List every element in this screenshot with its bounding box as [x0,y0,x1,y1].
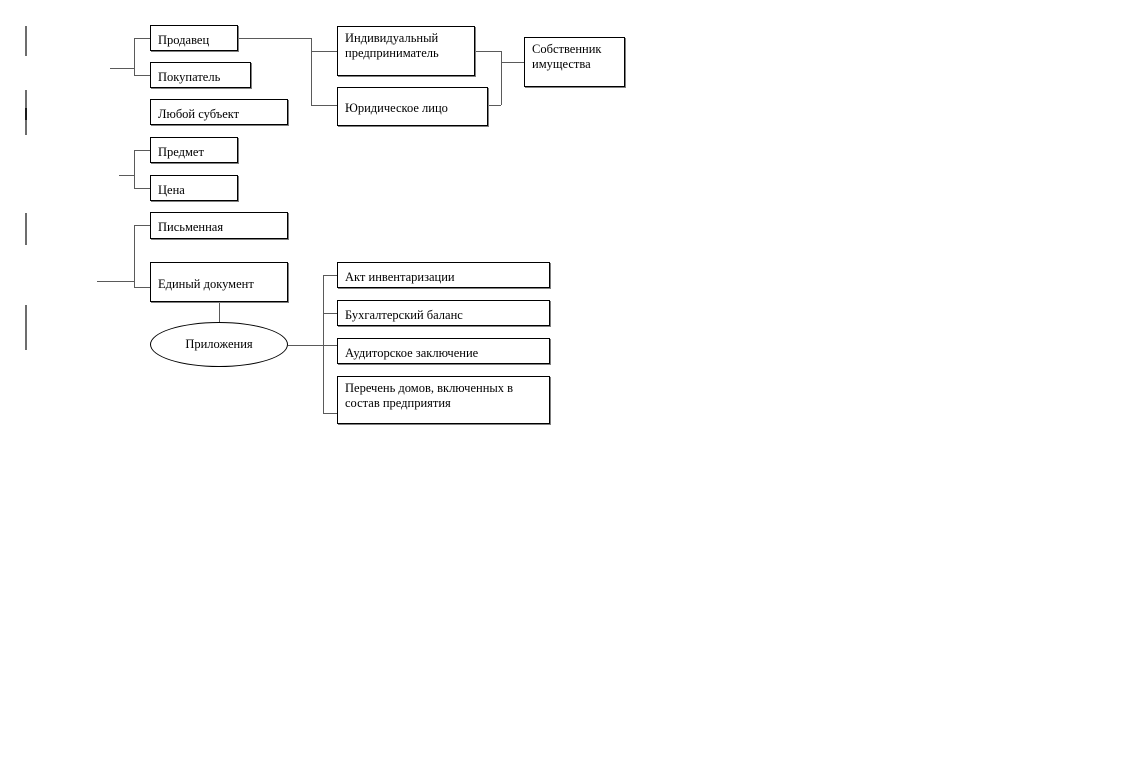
node-attachments[interactable]: Приложения [150,322,288,367]
terms-branch-subject [134,150,151,151]
ie-to-owner-link [475,51,501,52]
attachments-branch-houses [323,413,338,414]
node-any-subject[interactable]: Любой субъект [150,99,288,125]
attachments-branch-inventory [323,275,338,276]
margin-bar-2c [25,120,27,135]
node-subject-matter[interactable]: Предмет [150,137,238,163]
node-buyer[interactable]: Покупатель [150,62,251,88]
node-inventory-act[interactable]: Акт инвентаризации [337,262,550,288]
node-auditor-report[interactable]: Аудиторское заключение [337,338,550,364]
attachments-bracket-spine [323,275,324,413]
parties-stem [110,68,134,69]
node-property-owner[interactable]: Собственник имущества [524,37,625,87]
attachments-stem [288,345,323,346]
margin-bar-2 [25,90,27,108]
entity-bracket-spine [311,38,312,105]
form-branch-written [134,225,151,226]
terms-bracket-spine [134,150,135,188]
node-seller[interactable]: Продавец [150,25,238,51]
form-stem [97,281,135,282]
entity-branch-le [311,105,338,106]
node-legal-entity[interactable]: Юридическое лицо [337,87,488,126]
single-doc-to-attachments-link [219,302,220,324]
owner-stem [501,62,525,63]
attachments-branch-auditor [323,345,338,346]
form-branch-single-doc [134,287,151,288]
le-to-owner-link [488,105,501,106]
parties-bracket-spine [134,38,135,75]
node-houses-list[interactable]: Перечень домов, включенных в состав пред… [337,376,550,424]
node-written-form[interactable]: Письменная [150,212,288,239]
margin-bar-1 [25,26,27,56]
margin-bar-2b [25,108,27,120]
terms-stem [119,175,134,176]
node-balance-sheet[interactable]: Бухгалтерский баланс [337,300,550,326]
margin-bar-4 [25,305,27,350]
entity-branch-ie [311,51,338,52]
owner-bracket-spine [501,51,502,105]
node-single-document[interactable]: Единый документ [150,262,288,302]
form-bracket-spine [134,225,135,287]
attachments-branch-balance [323,313,338,314]
node-individual-entrepreneur[interactable]: Индивидуальный предприниматель [337,26,475,76]
seller-to-entity-link [238,38,311,39]
margin-bar-3 [25,213,27,245]
parties-branch-buyer [134,75,151,76]
parties-branch-seller [134,38,151,39]
node-price[interactable]: Цена [150,175,238,201]
terms-branch-price [134,188,151,189]
